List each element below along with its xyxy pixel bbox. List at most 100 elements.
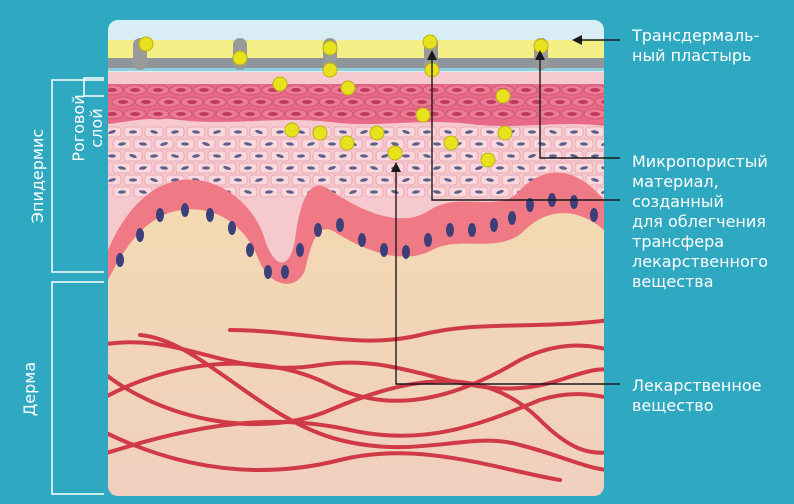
drug-molecule [323,41,337,55]
corneum-nucleus [498,112,508,116]
basal-nucleus [590,208,598,222]
patch-label-line-2: ный пластырь [632,46,759,66]
epidermis-label: Эпидермис [29,116,47,236]
corneum-nucleus [153,112,163,116]
basal-nucleus [116,253,124,267]
corneum-nucleus [279,100,289,104]
corneum-nucleus [521,112,531,116]
corneum-nucleus [475,88,485,92]
corneum-nucleus [440,100,450,104]
basal-nucleus [281,265,289,279]
microporous-label-line-3: созданный [632,192,768,212]
epidermis-nucleus [276,178,284,181]
drug-molecule [370,126,384,140]
corneum-nucleus [475,112,485,116]
microporous-label-line-7: вещества [632,272,768,292]
corneum-nucleus [544,88,554,92]
epidermis-cell [596,139,614,149]
drug-molecule [139,37,153,51]
epidermis-nucleus [402,154,410,157]
corneum-nucleus [578,100,588,104]
patch-label: Трансдермаль- ный пластырь [632,26,759,66]
corneum-nucleus [176,112,186,116]
basal-nucleus [468,223,476,237]
patch-label-line-1: Трансдермаль- [632,26,759,46]
basal-nucleus [490,218,498,232]
basal-nucleus [206,208,214,222]
corneum-nucleus [417,100,427,104]
corneum-nucleus [601,100,611,104]
epidermis-nucleus [349,166,357,169]
drug-molecule [416,108,430,122]
microporous-label: Микропористый материал, созданный для об… [632,152,768,292]
drug-molecule [323,63,337,77]
corneum-nucleus [164,100,174,104]
corneum-nucleus [394,100,404,104]
corneum-nucleus [348,100,358,104]
corneum-nucleus [130,88,140,92]
corneum-cell [595,97,617,107]
dermis-label: Дерма [21,339,39,439]
basal-nucleus [402,245,410,259]
corneum-nucleus [199,112,209,116]
corneum-nucleus [486,100,496,104]
corneum-nucleus [222,112,232,116]
corneum-nucleus [118,100,128,104]
drug-molecule [340,136,354,150]
basal-nucleus [314,223,322,237]
corneum-nucleus [187,100,197,104]
microporous-label-line-5: трансфера [632,232,768,252]
corneum-nucleus [509,100,519,104]
drug-molecule [534,39,548,53]
microporous-label-line-1: Микропористый [632,152,768,172]
corneum-nucleus [337,112,347,116]
corneum-nucleus [371,100,381,104]
corneum-nucleus [555,100,565,104]
corneum-nucleus [245,112,255,116]
corneum-nucleus [302,100,312,104]
corneum-nucleus [141,100,151,104]
corneum-nucleus [130,112,140,116]
corneum-nucleus [199,88,209,92]
corneum-nucleus [429,88,439,92]
basal-nucleus [264,265,272,279]
drug-molecule [285,123,299,137]
drug-label: Лекарственное вещество [632,376,761,416]
corneum-nucleus [567,88,577,92]
corneum-nucleus [153,88,163,92]
basal-nucleus [136,228,144,242]
epidermis-cell [596,163,614,173]
drug-molecule [341,81,355,95]
corneum-nucleus [222,88,232,92]
basal-nucleus [156,208,164,222]
corneum-nucleus [325,100,335,104]
corneum-nucleus [360,112,370,116]
corneum-nucleus [268,112,278,116]
corneum-nucleus [360,88,370,92]
stratum-corneum-label-line-2: слой [88,78,106,178]
drug-molecule [423,35,437,49]
corneum-nucleus [176,88,186,92]
corneum-nucleus [233,100,243,104]
microporous-label-line-4: для облегчения [632,212,768,232]
transdermal-patch [108,40,604,60]
corneum-nucleus [521,88,531,92]
patch-backing [108,58,604,68]
corneum-nucleus [256,100,266,104]
corneum-nucleus [245,88,255,92]
basal-nucleus [358,233,366,247]
corneum-nucleus [383,112,393,116]
basal-nucleus [570,195,578,209]
basal-nucleus [446,223,454,237]
stratum-corneum-label: Роговой слой [70,78,110,178]
corneum-nucleus [291,112,301,116]
corneum-nucleus [406,112,416,116]
drug-molecule [388,146,402,160]
corneum-nucleus [590,88,600,92]
corneum-nucleus [544,112,554,116]
microporous-label-line-2: материал, [632,172,768,192]
corneum-nucleus [291,88,301,92]
epidermis-nucleus [475,142,483,145]
drug-molecule [313,126,327,140]
drug-label-line-2: вещество [632,396,761,416]
